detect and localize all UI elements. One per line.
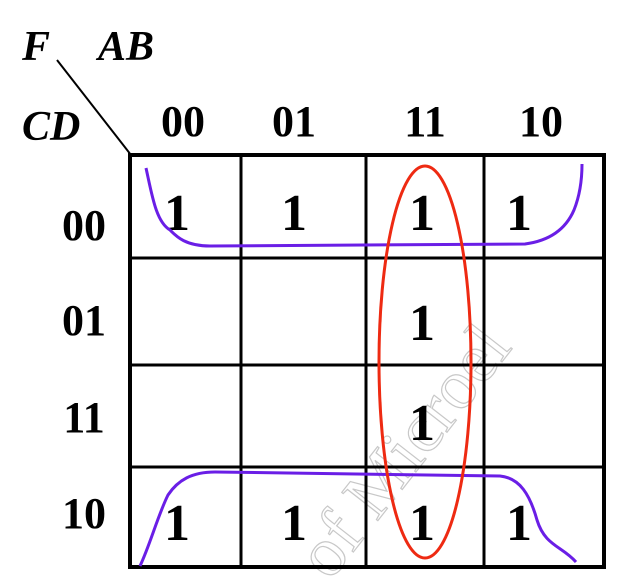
function-label: F	[21, 24, 50, 70]
cell-value-r2-c2: 1	[409, 395, 435, 452]
cell-value-r3-c0: 1	[164, 495, 190, 552]
row-header-10: 10	[62, 489, 106, 538]
column-variable-label: AB	[95, 24, 154, 70]
map-grid	[128, 153, 606, 569]
col-header-01: 01	[272, 97, 316, 146]
row-header-11: 11	[63, 393, 105, 442]
col-header-11: 11	[404, 97, 446, 146]
col-header-00: 00	[161, 97, 205, 146]
cell-value-r3-c3: 1	[506, 495, 532, 552]
cell-value-r0-c0: 1	[164, 185, 190, 242]
row-header-00: 00	[62, 201, 106, 250]
cell-value-r0-c1: 1	[281, 185, 307, 242]
group-ellipse-column-11	[377, 164, 473, 560]
cell-value-r3-c2: 1	[409, 495, 435, 552]
group-loop-bottom-row	[138, 470, 578, 567]
col-header-10: 10	[519, 97, 563, 146]
cell-value-r1-c2: 1	[409, 295, 435, 352]
cell-value-r0-c2: 1	[409, 185, 435, 242]
watermark-text: of Microel	[282, 310, 526, 588]
group-loop-top-row	[144, 163, 584, 248]
cell-value-r0-c3: 1	[506, 185, 532, 242]
row-header-01: 01	[62, 296, 106, 345]
row-variable-label: CD	[22, 104, 80, 150]
corner-diagonal	[56, 59, 132, 156]
cell-value-r3-c1: 1	[281, 495, 307, 552]
